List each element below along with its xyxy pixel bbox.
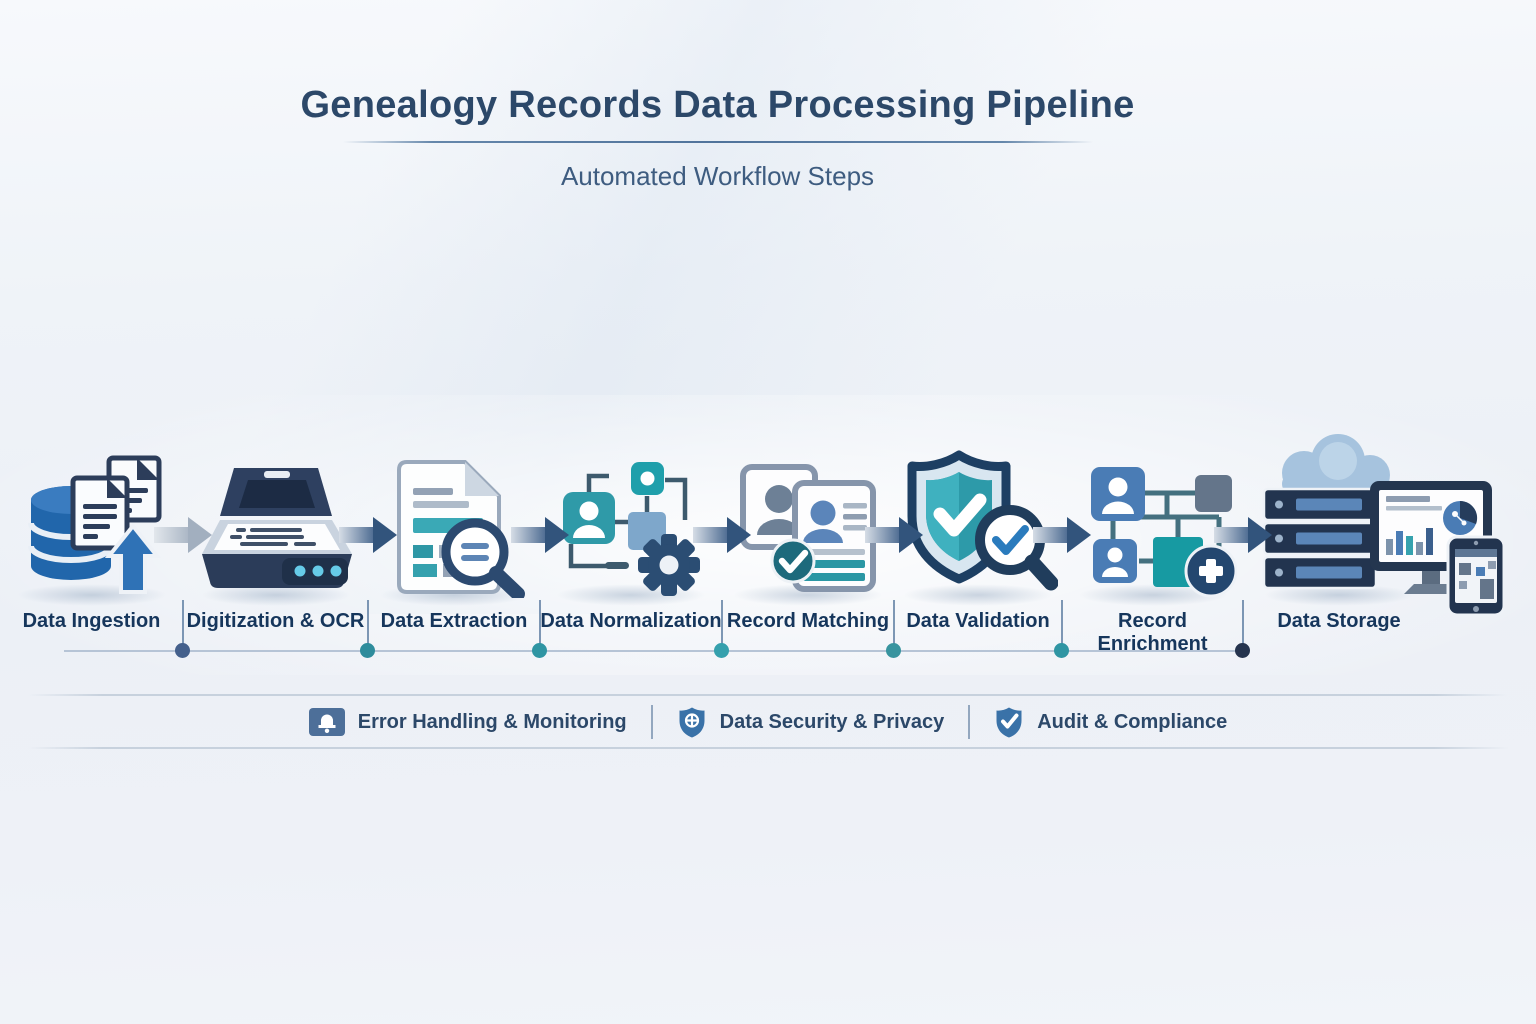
pipeline-step-digitization-ocr: Digitization & OCR [183,440,368,680]
step-label: Data Extraction [380,610,528,632]
timeline-dot [532,643,547,658]
shield-check-icon [996,707,1022,738]
pipeline-step-data-storage: Data Storage [1243,434,1504,680]
flatbed-scanner-icon [201,468,352,588]
flow-arrow [693,517,751,553]
document-magnifier-icon [397,460,525,598]
tablet-device [1446,535,1504,617]
flow-arrow [339,517,397,553]
timeline-dot [360,643,375,658]
footer-label: Error Handling & Monitoring [357,710,627,733]
step-label: Digitization & OCR [186,610,365,632]
timeline-dot [1235,643,1250,658]
flow-arrow [1033,517,1091,553]
timeline-dot [175,643,190,658]
profile-cards-check-icon [739,464,876,592]
pipeline-step-record-enrichment: Record Enrichment [1062,440,1243,680]
flow-arrow [154,517,212,553]
label-divider [1061,600,1063,652]
footer-separator [650,705,653,739]
label-divider [1242,600,1244,652]
footer-items: Error Handling & Monitoring Data Securit… [0,702,1536,742]
timeline-dot [1054,643,1069,658]
header: Genealogy Records Data Processing Pipeli… [0,84,1435,192]
label-divider [893,600,895,652]
flow-arrow [1214,517,1272,553]
cloud-servers-devices-icon [1262,434,1504,617]
timeline-dot [714,643,729,658]
label-divider [539,600,541,652]
timeline-line [64,650,1244,652]
label-divider [182,600,184,652]
label-divider [367,600,369,652]
document-front [70,475,129,551]
flowchart-gear-icon [563,462,700,596]
step-label: Data Ingestion [22,610,161,632]
pipeline-step-data-validation: Data Validation [894,440,1062,680]
step-label: Record Enrichment [1097,610,1208,655]
database-documents-upload-icon [27,455,161,594]
server-rack [1262,487,1378,590]
pipeline-step-data-extraction: Data Extraction [368,440,540,680]
title-divider [342,141,1093,143]
pipeline-step-data-normalization: Data Normalization [540,440,722,680]
footer-item-data-security: Data Security & Privacy [677,705,945,739]
page-title: Genealogy Records Data Processing Pipeli… [300,84,1135,126]
step-label: Data Storage [1277,610,1401,632]
label-divider [721,600,723,652]
alert-bell-icon [308,708,345,736]
flow-arrow [511,517,569,553]
footer-label: Audit & Compliance [1037,710,1228,733]
step-label: Data Validation [906,610,1050,632]
footer-label: Data Security & Privacy [719,710,945,733]
footer-item-audit-compliance: Audit & Compliance [994,705,1227,739]
footer-divider-bottom [28,747,1508,749]
pipeline: Data Ingestion [0,434,1504,680]
shield-lock-icon [679,707,705,738]
footer-item-error-handling: Error Handling & Monitoring [308,708,627,736]
step-label: Record Matching [726,610,890,632]
gear-icon [638,534,700,596]
page-subtitle: Automated Workflow Steps [560,161,875,191]
family-tree-plus-icon [1090,467,1237,598]
pipeline-step-data-ingestion: Data Ingestion [0,440,183,680]
footer-separator [968,705,971,739]
step-label: Data Normalization [540,610,722,632]
footer-divider-top [28,694,1508,696]
timeline-dot [886,643,901,658]
flow-arrow [865,517,923,553]
pipeline-step-record-matching: Record Matching [722,440,894,680]
